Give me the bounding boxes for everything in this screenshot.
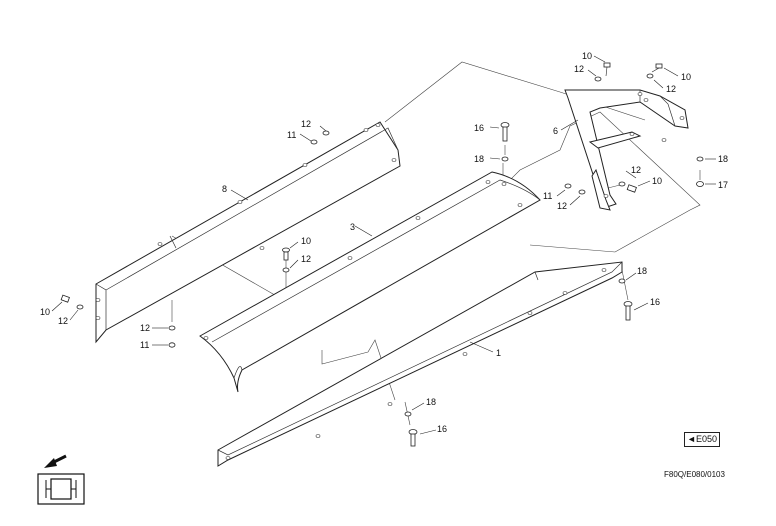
part-1-bottom-cover xyxy=(217,261,623,467)
callout-11-upper-left: 11 xyxy=(287,130,296,140)
nut-11-mid xyxy=(564,183,572,189)
callout-12-left: 12 xyxy=(58,316,68,326)
callout-10-right: 10 xyxy=(681,72,691,82)
washer-12-left xyxy=(76,304,84,310)
callout-8: 8 xyxy=(222,184,227,194)
callout-18-right: 18 xyxy=(718,154,728,164)
washer-12-lower-left xyxy=(168,325,176,331)
part-6-bracket xyxy=(564,89,689,211)
washer-12-mid-right xyxy=(618,181,626,187)
nut-11-upper-left xyxy=(310,139,318,145)
callout-11-lower-left: 11 xyxy=(140,340,149,350)
callout-10-left: 10 xyxy=(40,307,50,317)
part-3-middle-cover xyxy=(199,171,541,393)
callout-16-lower-right: 16 xyxy=(650,297,660,307)
washer-12-center xyxy=(282,267,290,273)
callout-11-mid: 11 xyxy=(543,191,552,201)
callout-18-lower-right: 18 xyxy=(637,266,647,276)
callout-16-bottom: 16 xyxy=(437,424,447,434)
callout-10-top: 10 xyxy=(582,51,592,61)
bolt-16-lower-right xyxy=(623,301,633,321)
washer-18-top xyxy=(501,156,509,162)
bolt-10-top xyxy=(603,62,611,77)
reference-page-link[interactable]: ◄E050 xyxy=(684,432,720,447)
callout-12-mid-right: 12 xyxy=(631,165,641,175)
hardware xyxy=(60,62,704,447)
bolt-10-mid xyxy=(626,184,637,193)
bolt-16-top xyxy=(500,122,510,142)
bolt-10-left xyxy=(60,294,70,303)
washer-18-lower-right xyxy=(618,278,626,284)
callout-12-center: 12 xyxy=(301,254,311,264)
part-8-side-cover xyxy=(95,121,401,344)
nut-11-lower-left xyxy=(168,342,176,348)
machine-top-view-icon xyxy=(37,473,85,505)
callout-12-mid-left: 12 xyxy=(557,201,567,211)
callout-18-top: 18 xyxy=(474,154,484,164)
washer-12-top xyxy=(594,76,602,82)
leader-lines xyxy=(51,55,716,435)
callout-10-center: 10 xyxy=(301,236,311,246)
washer-12-right xyxy=(646,73,654,79)
washer-12-upper-left xyxy=(322,130,330,136)
callout-12-upper-left: 12 xyxy=(301,119,311,129)
bolt-10-center xyxy=(282,247,290,261)
forward-arrow-icon xyxy=(44,454,67,468)
nut-17-right xyxy=(696,181,704,187)
callout-12-lower-left: 12 xyxy=(140,323,150,333)
drawing-code: F80Q/E080/0103 xyxy=(664,470,725,479)
callout-12-right: 12 xyxy=(666,84,676,94)
washer-18-right xyxy=(696,156,704,162)
callout-3: 3 xyxy=(350,222,355,232)
callout-18-bottom: 18 xyxy=(426,397,436,407)
washer-12-mid-left xyxy=(578,189,586,195)
washer-18-bottom xyxy=(404,411,412,417)
callout-16-top: 16 xyxy=(474,123,484,133)
bolt-10-right xyxy=(651,63,663,73)
callout-17-right: 17 xyxy=(718,180,728,190)
callout-10-mid: 10 xyxy=(652,176,662,186)
callout-labels: 1 3 6 8 10 12 10 12 16 18 18 17 12 10 11… xyxy=(40,51,728,434)
callout-1: 1 xyxy=(496,348,501,358)
callout-6: 6 xyxy=(553,126,558,136)
callout-12-top: 12 xyxy=(574,64,584,74)
bolt-16-bottom xyxy=(408,429,418,447)
